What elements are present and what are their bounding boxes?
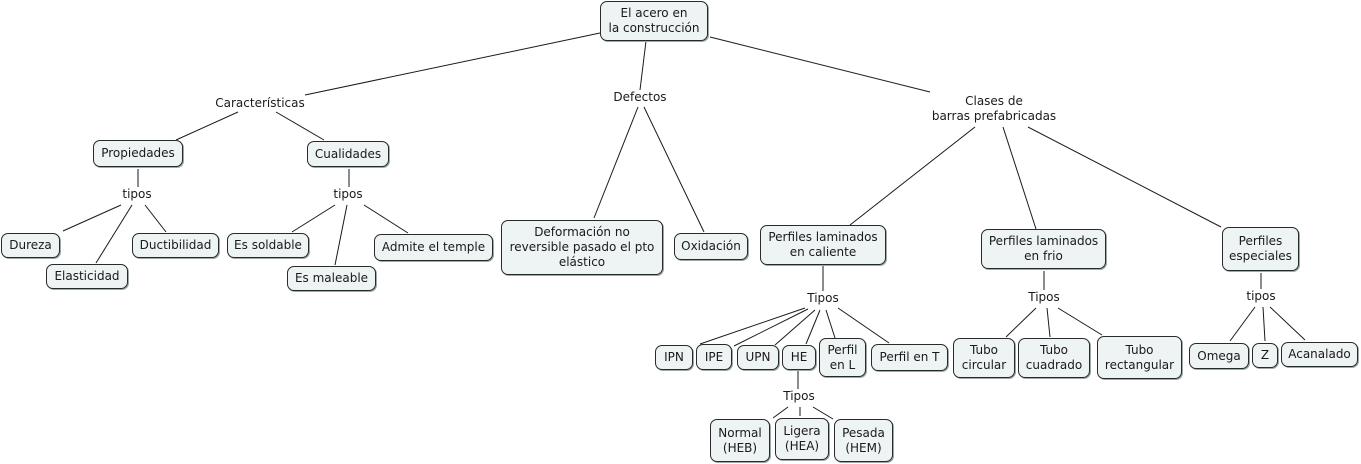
concept-node-es-soldable[interactable]: Es soldable xyxy=(227,233,309,258)
link-line xyxy=(837,307,890,344)
concept-node-omega[interactable]: Omega xyxy=(1189,343,1249,369)
concept-node-dureza[interactable]: Dureza xyxy=(1,233,60,258)
concept-node-perfil-en-l[interactable]: Perfil en L xyxy=(819,338,866,377)
link-line xyxy=(593,106,639,219)
link-line xyxy=(772,406,789,419)
link-line xyxy=(709,36,931,93)
linking-phrase-clases: Clases de barras prefabricadas xyxy=(931,94,1057,124)
linking-phrase-defectos: Defectos xyxy=(613,90,667,105)
linking-phrase-tipos: tipos xyxy=(333,187,363,202)
linking-phrase-tipos: tipos xyxy=(122,187,152,202)
concept-node-ipn[interactable]: IPN xyxy=(655,345,693,370)
link-line xyxy=(1027,126,1222,228)
concept-node-ductibilidad[interactable]: Ductibilidad xyxy=(132,233,219,258)
concept-node-he[interactable]: HE xyxy=(782,345,816,370)
linking-phrase-caracteristicas: Características xyxy=(215,96,305,111)
linking-phrase-tipos: Tipos xyxy=(1028,290,1060,305)
concept-node-perfiles-laminados-frio[interactable]: Perfiles laminados en frio xyxy=(981,229,1106,269)
link-line xyxy=(774,309,816,346)
linking-phrase-tipos: Tipos xyxy=(807,291,839,306)
concept-node-z[interactable]: Z xyxy=(1252,343,1278,368)
concept-node-oxidacion[interactable]: Oxidación xyxy=(674,233,748,260)
concept-node-perfiles-laminados-caliente[interactable]: Perfiles laminados en caliente xyxy=(760,225,886,265)
link-line xyxy=(175,111,239,141)
link-line xyxy=(1269,306,1306,341)
link-line xyxy=(643,106,705,233)
root-concept-node[interactable]: El acero en la construcción xyxy=(600,1,708,41)
concept-node-tubo-rectangular[interactable]: Tubo rectangular xyxy=(1097,336,1182,379)
link-line xyxy=(812,406,834,420)
link-line xyxy=(275,111,325,141)
concept-node-acanalado[interactable]: Acanalado xyxy=(1281,342,1358,367)
link-line xyxy=(1002,126,1037,230)
link-line xyxy=(334,204,348,266)
link-line xyxy=(1057,307,1103,336)
concept-node-cualidades[interactable]: Cualidades xyxy=(307,141,389,167)
concept-node-upn[interactable]: UPN xyxy=(737,345,779,370)
link-line xyxy=(363,204,409,234)
link-line xyxy=(95,204,133,264)
concept-node-tubo-cuadrado[interactable]: Tubo cuadrado xyxy=(1018,338,1090,378)
link-line xyxy=(825,309,836,339)
concept-node-admite-el-temple[interactable]: Admite el temple xyxy=(374,234,493,261)
link-line xyxy=(1262,306,1266,342)
concept-node-deformacion[interactable]: Deformación no reversible pasado el pto … xyxy=(501,220,663,275)
concept-node-perfiles-especiales[interactable]: Perfiles especiales xyxy=(1222,227,1299,271)
link-line xyxy=(805,309,821,345)
concept-node-perfil-en-t[interactable]: Perfil en T xyxy=(871,344,948,371)
link-line xyxy=(291,204,336,233)
concept-node-es-maleable[interactable]: Es maleable xyxy=(287,266,376,291)
concept-node-elasticidad[interactable]: Elasticidad xyxy=(46,264,128,289)
link-line xyxy=(1005,307,1037,338)
linking-phrase-tipos: tipos xyxy=(1246,289,1276,304)
link-line xyxy=(733,308,809,347)
linking-phrase-tipos: Tipos xyxy=(783,389,815,404)
concept-node-normal-heb[interactable]: Normal (HEB) xyxy=(710,419,770,462)
concept-node-ligera-hea[interactable]: Ligera (HEA) xyxy=(775,418,829,460)
link-line xyxy=(304,32,601,96)
concept-node-pesada-hem[interactable]: Pesada (HEM) xyxy=(834,419,893,462)
link-line xyxy=(639,40,647,91)
concept-node-ipe[interactable]: IPE xyxy=(696,344,732,370)
link-line xyxy=(1229,306,1256,342)
link-line xyxy=(849,126,976,226)
link-line xyxy=(1046,307,1051,338)
link-line xyxy=(144,204,167,233)
link-line xyxy=(62,204,122,232)
concept-node-tubo-circular[interactable]: Tubo circular xyxy=(953,338,1015,378)
link-line xyxy=(699,307,806,345)
concept-node-propiedades[interactable]: Propiedades xyxy=(93,140,183,167)
